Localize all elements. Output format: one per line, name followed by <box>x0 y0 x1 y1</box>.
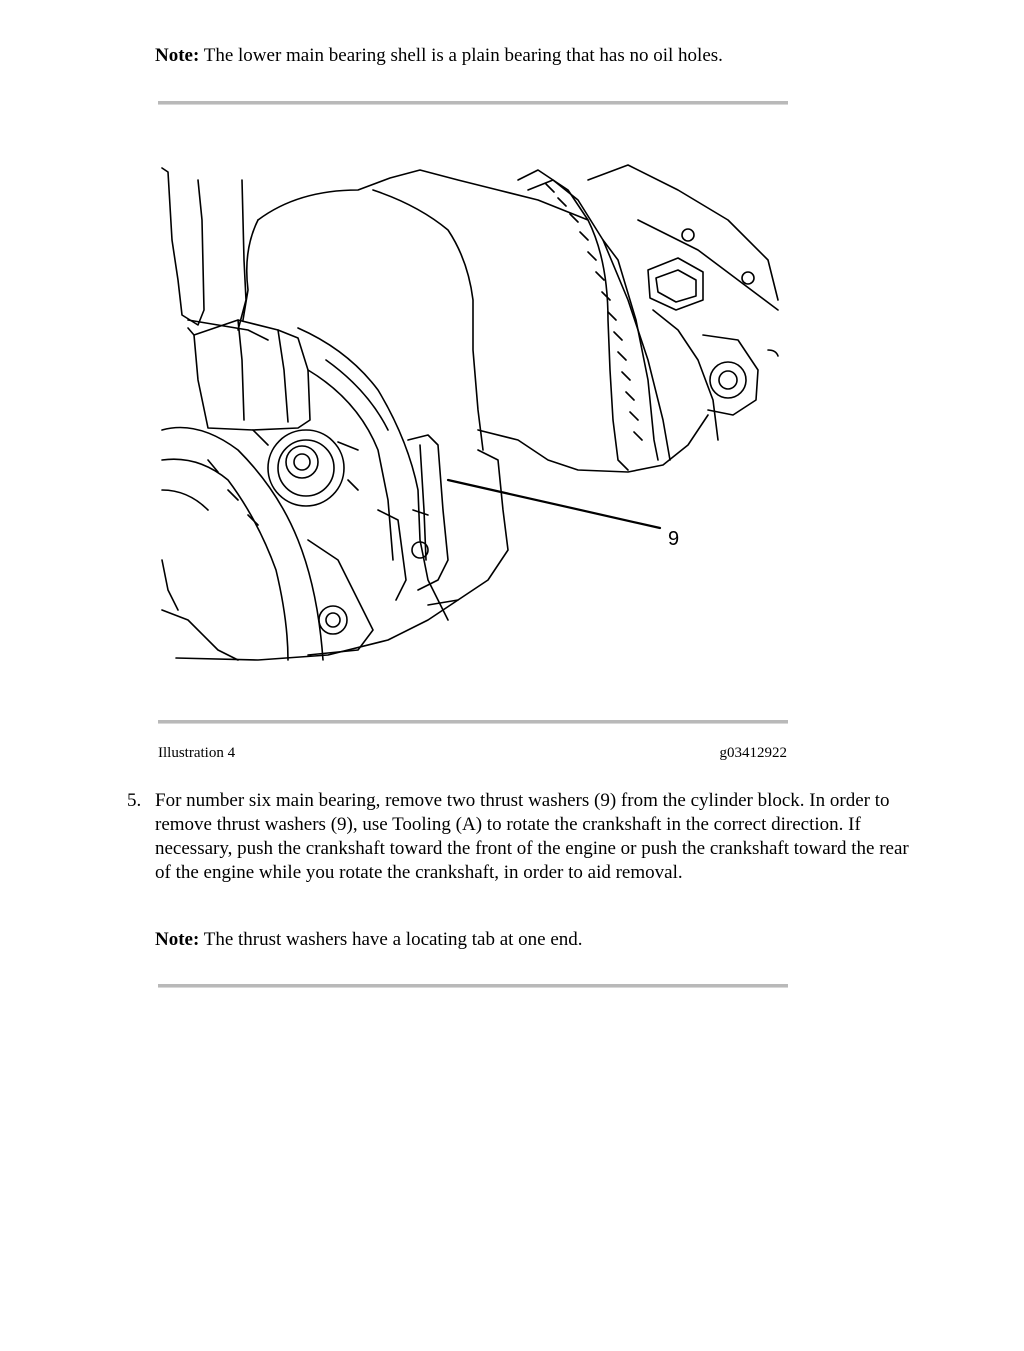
step-number: 5. <box>127 790 142 811</box>
note-label: Note: <box>155 929 200 950</box>
illustration-crankshaft-thrust-washer: 9 <box>158 160 788 680</box>
note-text: The lower main bearing shell is a plain … <box>199 45 723 66</box>
note-text: The thrust washers have a locating tab a… <box>199 929 583 950</box>
divider-top <box>158 101 788 105</box>
note-label: Note: <box>155 45 200 66</box>
illustration-id: g03412922 <box>719 745 788 761</box>
note-lower-bearing-shell: Note: The lower main bearing shell is a … <box>155 44 723 68</box>
callout-label: 9 <box>668 528 679 550</box>
illustration-caption: Illustration 4 <box>158 745 236 761</box>
step-instruction: For number six main bearing, remove two … <box>155 790 909 883</box>
divider-end <box>158 984 788 988</box>
divider-bottom-of-figure <box>158 720 788 724</box>
note-thrust-washers: Note: The thrust washers have a locating… <box>155 928 583 952</box>
